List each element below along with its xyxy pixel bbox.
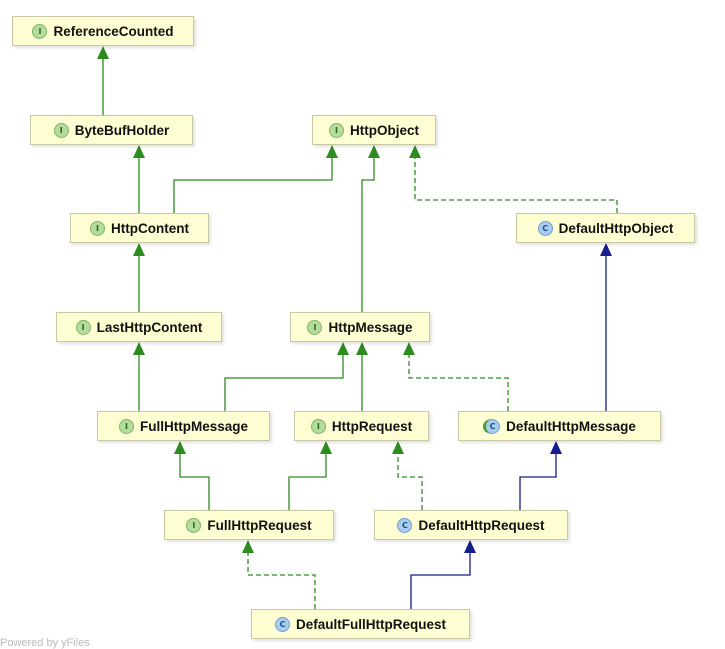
edge-arrowhead bbox=[242, 540, 254, 553]
edge-line bbox=[173, 157, 333, 213]
node-label: FullHttpRequest bbox=[207, 517, 312, 533]
edge-arrowhead bbox=[133, 145, 145, 158]
edge-line bbox=[247, 552, 316, 609]
edge-arrowhead bbox=[600, 243, 612, 256]
node-label: HttpMessage bbox=[328, 319, 413, 335]
edge-arrowhead bbox=[133, 342, 145, 355]
node-default-http-object[interactable]: C DefaultHttpObject bbox=[516, 213, 695, 243]
edge-arrowhead bbox=[368, 145, 380, 158]
interface-icon: I bbox=[310, 418, 326, 434]
edge-FullHttpMessage-to-HttpMessage bbox=[224, 342, 349, 411]
edge-LastHttpContent-to-HttpContent bbox=[133, 243, 145, 312]
node-label: HttpRequest bbox=[331, 418, 413, 434]
node-label: DefaultHttpMessage bbox=[506, 418, 636, 434]
edge-arrowhead bbox=[550, 441, 562, 454]
node-label: ReferenceCounted bbox=[53, 23, 174, 39]
edge-arrowhead bbox=[174, 441, 186, 454]
edge-line bbox=[397, 453, 423, 510]
node-label: ByteBufHolder bbox=[74, 122, 170, 138]
edge-ByteBufHolder-to-ReferenceCounted bbox=[97, 46, 109, 115]
node-label: FullHttpMessage bbox=[139, 418, 248, 434]
edge-arrowhead bbox=[320, 441, 332, 454]
class-icon: C bbox=[397, 517, 413, 533]
edge-arrowhead bbox=[409, 145, 421, 158]
node-byte-buf-holder[interactable]: I ByteBufHolder bbox=[30, 115, 193, 145]
edge-arrowhead bbox=[133, 243, 145, 256]
node-last-http-content[interactable]: I LastHttpContent bbox=[56, 312, 222, 342]
node-label: HttpContent bbox=[111, 220, 189, 236]
edge-arrowhead bbox=[392, 441, 404, 454]
interface-icon: I bbox=[53, 122, 69, 138]
edge-line bbox=[408, 354, 509, 411]
edge-line bbox=[414, 157, 618, 213]
edge-arrowhead bbox=[464, 540, 476, 553]
edge-arrowhead bbox=[403, 342, 415, 355]
node-http-request[interactable]: I HttpRequest bbox=[294, 411, 429, 441]
class-icon: C bbox=[537, 220, 553, 236]
edge-DefaultFullHttpRequest-to-FullHttpRequest bbox=[242, 540, 316, 609]
edge-arrowhead bbox=[356, 342, 368, 355]
edge-arrowhead bbox=[337, 342, 349, 355]
edge-line bbox=[519, 453, 557, 510]
edge-DefaultHttpRequest-to-HttpRequest bbox=[392, 441, 423, 510]
node-full-http-request[interactable]: I FullHttpRequest bbox=[164, 510, 334, 540]
node-http-content[interactable]: I HttpContent bbox=[70, 213, 209, 243]
class-icon: C bbox=[275, 616, 290, 632]
edge-HttpRequest-to-HttpMessage bbox=[356, 342, 368, 411]
edge-DefaultHttpRequest-to-DefaultHttpMessage bbox=[519, 441, 562, 510]
edge-arrowhead bbox=[97, 46, 109, 59]
interface-icon: I bbox=[75, 319, 91, 335]
node-label: LastHttpContent bbox=[96, 319, 203, 335]
interface-icon: I bbox=[90, 220, 105, 236]
edge-FullHttpRequest-to-HttpRequest bbox=[288, 441, 332, 510]
node-label: DefaultHttpRequest bbox=[418, 517, 545, 533]
edge-DefaultHttpMessage-to-DefaultHttpObject bbox=[600, 243, 612, 411]
edge-DefaultHttpObject-to-HttpObject bbox=[409, 145, 618, 213]
node-full-http-message[interactable]: I FullHttpMessage bbox=[97, 411, 270, 441]
interface-icon: I bbox=[118, 418, 134, 434]
node-reference-counted[interactable]: I ReferenceCounted bbox=[12, 16, 194, 46]
edge-line bbox=[410, 552, 471, 609]
node-label: DefaultFullHttpRequest bbox=[296, 616, 446, 632]
abstract-class-icon: C bbox=[483, 418, 501, 434]
node-default-http-request[interactable]: C DefaultHttpRequest bbox=[374, 510, 568, 540]
edge-HttpContent-to-ByteBufHolder bbox=[133, 145, 145, 213]
edge-HttpContent-to-HttpObject bbox=[173, 145, 338, 213]
interface-icon: I bbox=[32, 23, 48, 39]
node-http-message[interactable]: I HttpMessage bbox=[290, 312, 430, 342]
node-label: HttpObject bbox=[350, 122, 419, 138]
interface-icon: I bbox=[329, 122, 344, 138]
edge-FullHttpRequest-to-FullHttpMessage bbox=[174, 441, 210, 510]
footer-text: Powered by yFiles bbox=[0, 637, 90, 649]
edge-DefaultFullHttpRequest-to-DefaultHttpRequest bbox=[410, 540, 476, 609]
edge-line bbox=[179, 453, 210, 510]
edge-arrowhead bbox=[326, 145, 338, 158]
edge-DefaultHttpMessage-to-HttpMessage bbox=[403, 342, 509, 411]
edge-line bbox=[224, 354, 344, 411]
node-default-http-message[interactable]: C DefaultHttpMessage bbox=[458, 411, 661, 441]
edge-FullHttpMessage-to-LastHttpContent bbox=[133, 342, 145, 411]
edge-line bbox=[361, 157, 375, 312]
node-label: DefaultHttpObject bbox=[558, 220, 674, 236]
edge-HttpMessage-to-HttpObject bbox=[361, 145, 380, 312]
node-http-object[interactable]: I HttpObject bbox=[312, 115, 436, 145]
edge-line bbox=[288, 453, 327, 510]
interface-icon: I bbox=[307, 319, 323, 335]
interface-icon: I bbox=[186, 517, 202, 533]
node-default-full-http-request[interactable]: C DefaultFullHttpRequest bbox=[251, 609, 470, 639]
